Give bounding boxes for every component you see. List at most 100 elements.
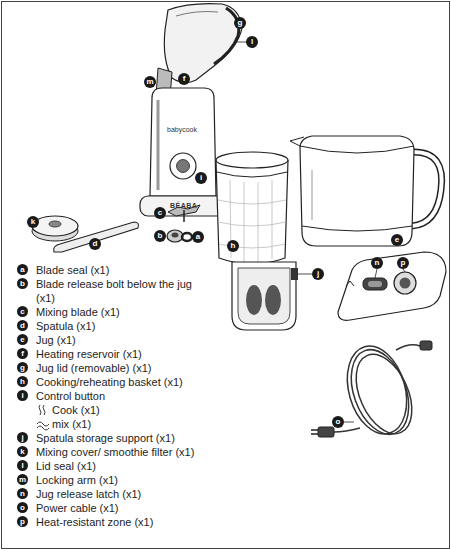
callout-letter: a [17,264,28,275]
storage-detail [232,262,296,330]
part-description: Mixing blade (x1) [36,305,202,319]
part-description: Jug (x1) [36,333,202,347]
blade-shaft [183,210,185,222]
part-description: Lid seal (x1) [36,459,202,473]
leader-line [403,269,405,272]
lid-seal [214,8,239,64]
part-list-item: nJug release latch (x1) [17,487,207,501]
jug-handle-inner [412,152,442,226]
part-description: Mixing cover/ smoothie filter (x1) [36,445,202,459]
jug-rim [300,146,414,153]
plug-pin [311,433,318,435]
appliance-body [150,88,216,196]
control-dial [170,153,196,179]
jug-handle [412,152,442,226]
callout-letter: f [178,73,190,85]
lid-detail [176,12,218,17]
callout-letter: c [154,207,166,219]
part-description: Blade release bolt below the jug (x1) [36,277,202,305]
callout-marker: b [154,230,166,242]
jug [300,136,414,246]
part-list-item: bBlade release bolt below the jug (x1) [17,277,207,305]
callout-marker: e [391,234,403,246]
part-description: Cooking/reheating basket (x1) [36,375,202,389]
callout-letter: h [17,376,28,387]
control-option: Cook (x1) [52,403,202,417]
mixing-cover [32,216,78,236]
callout-marker: g [234,17,246,29]
product-label: BÉABA [170,202,197,210]
part-list-item: fHeating reservoir (x1) [17,347,207,361]
part-list-item: iControl buttonCook (x1)mix (x1) [17,389,207,431]
part-description: Spatula storage support (x1) [36,431,202,445]
part-list-item: cMixing blade (x1) [17,305,207,319]
callout-marker: m [144,76,156,88]
cable-coil [345,346,423,442]
part-list-item: lLid seal (x1) [17,459,207,473]
dial-knob [177,160,190,173]
callout-letter: a [192,231,204,243]
callout-marker: f [178,73,190,85]
zone-center [400,278,411,289]
product-label: babycook [167,126,197,134]
bolt-center [172,233,179,238]
callout-letter: p [397,257,409,269]
callout-marker: k [27,216,39,228]
part-list-item: a Blade seal (x1) [17,263,207,277]
mesh-line [244,182,245,262]
latch-grip [368,281,382,287]
callout-letter: n [371,257,383,269]
part-description: Locking arm (x1) [36,473,202,487]
part-list-item: d Spatula (x1) [17,319,207,333]
callout-letter: d [17,320,28,331]
appliance-connector [420,341,432,350]
lock-symbol [346,281,354,286]
cable-coil [338,339,417,441]
jug-glare [311,170,313,220]
blade-seal [182,233,192,241]
callout-marker: i [195,172,207,184]
callout-letter: l [246,36,258,48]
plug-pin [311,429,318,431]
callout-letter: e [17,334,28,345]
callout-letter: b [154,230,166,242]
basket-band [217,172,287,177]
part-description: Blade seal (x1) [36,263,202,277]
callout-marker: d [89,238,101,250]
cover-knob [49,221,61,227]
callout-letter: o [17,502,28,513]
leader-line [375,269,377,278]
cooking-basket [216,160,288,264]
jug-spout [290,137,304,146]
callout-letter: k [17,446,28,457]
part-description: Power cable (x1) [36,501,202,515]
callout-marker: n [371,257,383,269]
part-list-item: e Jug (x1) [17,333,207,347]
jug-lid [164,4,242,83]
mesh-line [258,182,259,262]
leader-line [344,422,354,423]
part-list-item: pHeat-resistant zone (x1) [17,515,207,529]
jug-base [302,226,412,231]
callout-marker: a [192,231,204,243]
callout-marker: o [332,416,344,428]
callout-letter: m [17,474,28,485]
basket-rim [216,152,288,168]
callout-marker: h [227,240,239,252]
mix-icon [37,422,49,430]
callout-letter: g [234,17,246,29]
callout-letter: h [227,240,239,252]
part-description: Jug lid (removable) (x1) [36,361,202,375]
mains-plug [318,427,334,437]
callout-letter: n [17,488,28,499]
cook-icon [39,405,45,415]
callout-marker: p [397,257,409,269]
callout-marker: j [312,268,324,280]
detail-part [265,285,281,315]
part-description: Spatula (x1) [36,319,202,333]
spatula-support [291,268,298,280]
callout-marker: l [246,36,258,48]
cable-lead [334,428,360,432]
